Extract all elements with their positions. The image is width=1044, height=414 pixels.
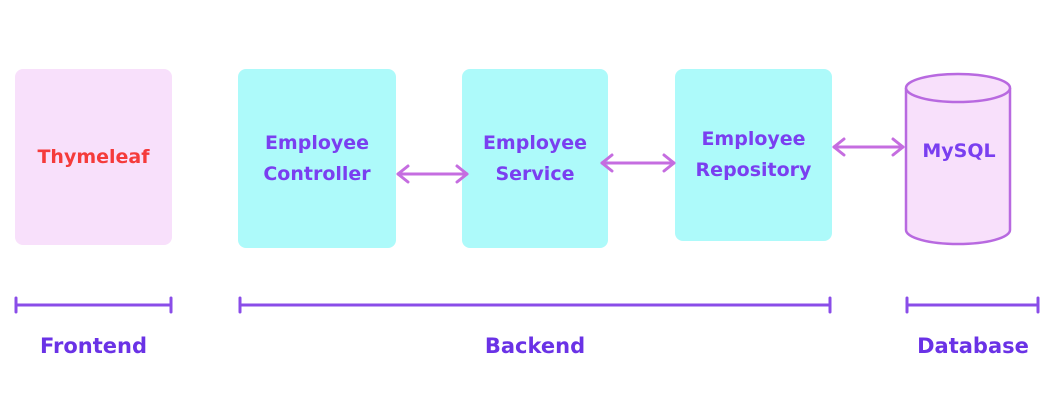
database-tier-line <box>905 296 1040 314</box>
mysql-cylinder-icon <box>904 72 1012 246</box>
controller-service-arrow <box>396 164 469 184</box>
repository-database-arrow <box>832 137 905 157</box>
database-tier-label: Database <box>917 334 1029 358</box>
thymeleaf-box: Thymeleaf <box>15 69 172 245</box>
backend-tier-label: Backend <box>484 334 586 358</box>
backend-tier-line <box>238 296 832 314</box>
employee-controller-label: Employee Controller <box>263 131 371 185</box>
employee-controller-box: Employee Controller <box>238 69 396 248</box>
employee-service-label: Employee Service <box>482 131 588 185</box>
service-repository-arrow <box>600 153 676 173</box>
frontend-tier-label: Frontend <box>40 334 147 358</box>
thymeleaf-label: Thymeleaf <box>37 145 150 168</box>
mysql-label: MySQL <box>922 140 996 162</box>
employee-repository-box: Employee Repository <box>675 69 832 241</box>
employee-service-box: Employee Service <box>462 69 608 248</box>
employee-repository-label: Employee Repository <box>695 128 812 181</box>
frontend-tier-line <box>14 296 173 314</box>
